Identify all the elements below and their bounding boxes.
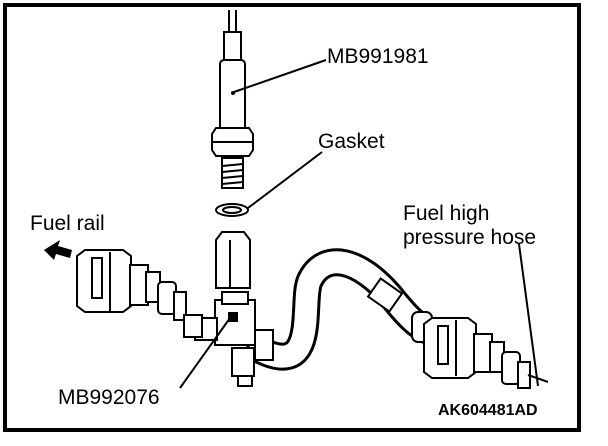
right-quick-connector xyxy=(411,311,531,389)
figure-code: AK604481AD xyxy=(438,402,538,419)
label-hose-line2: pressure hose xyxy=(403,226,537,249)
fuel-hose xyxy=(246,248,454,371)
label-hose-line1: Fuel high xyxy=(403,202,490,225)
label-fuel-rail: Fuel rail xyxy=(30,212,105,235)
left-quick-connector xyxy=(76,249,203,338)
leader-lines xyxy=(179,59,539,389)
hose-clamp xyxy=(366,277,404,313)
direction-arrow xyxy=(44,240,72,260)
frame-border xyxy=(3,3,581,432)
label-mb991981: MB991981 xyxy=(327,45,429,68)
adapter-fitting xyxy=(215,231,251,289)
label-mb992076: MB992076 xyxy=(58,386,160,409)
label-gasket: Gasket xyxy=(318,130,385,153)
tee-block xyxy=(194,291,274,387)
pressure-sensor-tool xyxy=(211,10,254,189)
gasket-ring xyxy=(215,203,249,217)
